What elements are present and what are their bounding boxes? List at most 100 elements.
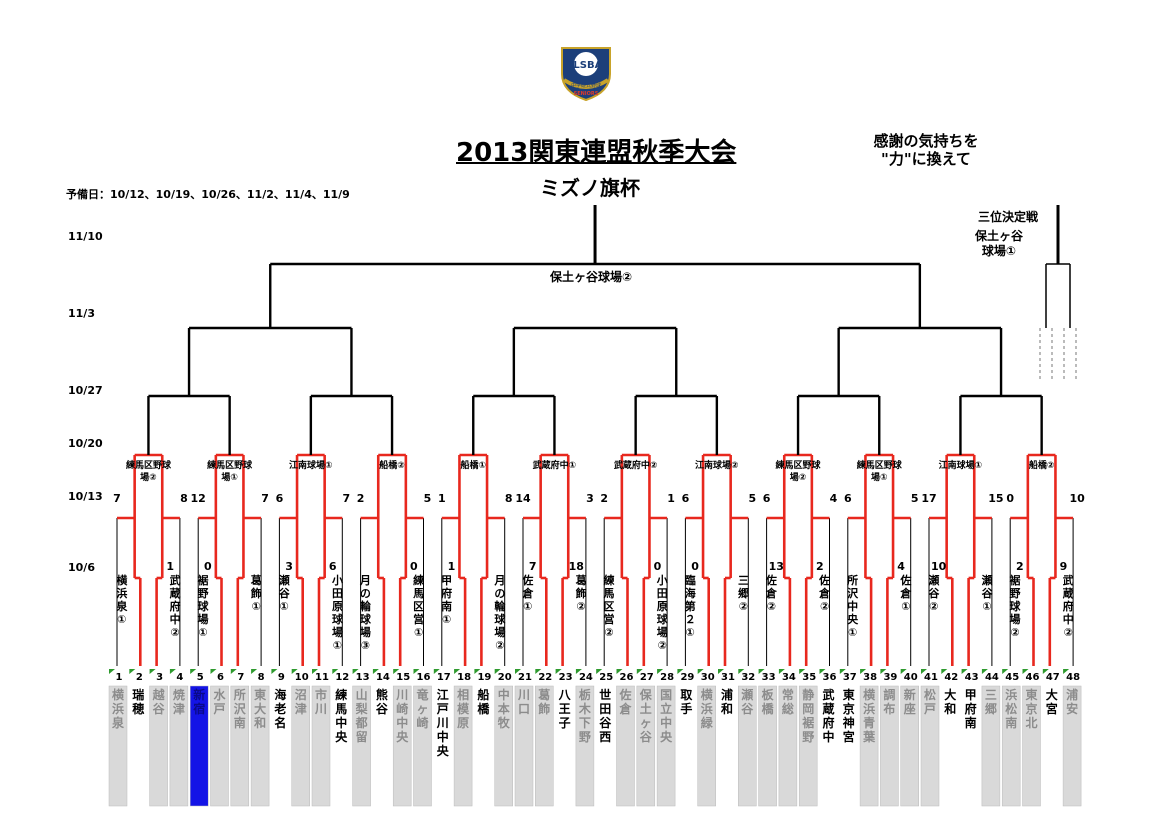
team-name-char: 戸 — [924, 702, 936, 716]
team-name-char: 神 — [843, 715, 855, 730]
team-name-char: 土 — [640, 701, 652, 716]
seed-flag-icon — [778, 669, 785, 674]
team-name-char: 浦 — [1066, 687, 1078, 702]
team-box — [616, 685, 635, 807]
r1-winner-label-char: 月 — [493, 574, 505, 587]
team-name-char: 竜 — [416, 687, 428, 702]
team-name-char: 横 — [863, 687, 876, 702]
team-name-char: 立 — [660, 701, 672, 716]
team-number: 34 — [782, 672, 796, 683]
team-name-char: 取 — [680, 688, 692, 702]
r1-winner-label-char: 第 — [685, 599, 696, 613]
team-name-char: 裾 — [802, 715, 814, 730]
team-name-char: 横 — [701, 687, 714, 702]
team-box — [819, 686, 838, 806]
r1-winner-label-char: 裾 — [1010, 573, 1021, 587]
r1-winner-label-char: ② — [170, 626, 179, 639]
r1-winner-label-char: 蔵 — [170, 586, 181, 600]
date-label-round3: 10/20 — [68, 437, 103, 450]
team-name-char: 川 — [395, 688, 408, 702]
team-name-char: 総 — [782, 701, 794, 716]
seed-flag-icon — [677, 669, 684, 674]
team-name-char: 和 — [720, 701, 733, 716]
team-name-char: 青 — [863, 715, 875, 730]
team-name-char: 佐 — [618, 687, 631, 702]
r1-winner-label-char: ① — [280, 600, 289, 613]
r1-winner-label-char: 営 — [604, 612, 615, 626]
team-name-char: 八 — [558, 688, 572, 702]
r1-winner-label-char: ① — [333, 639, 342, 652]
r1-winner-label-char: 南 — [441, 599, 452, 613]
team-name-char: 常 — [782, 687, 794, 702]
team-name-char: 大 — [944, 687, 956, 702]
r1-winner-label-char: 倉 — [765, 586, 778, 600]
team-box — [352, 685, 371, 807]
team-name-char: 三 — [985, 688, 997, 702]
team-number: 32 — [741, 672, 755, 683]
r1-winner-label-char: ② — [658, 639, 667, 652]
team-number: 43 — [965, 672, 979, 683]
round2-score: 6 — [276, 492, 284, 505]
seed-flag-icon — [352, 669, 359, 674]
team-name-char: 府 — [822, 715, 834, 730]
team-box — [656, 685, 676, 807]
team-number: 33 — [762, 672, 776, 683]
team-name-char: 葛 — [537, 687, 550, 702]
seed-flag-icon — [575, 669, 582, 674]
round2-score: 5 — [911, 492, 919, 505]
team-name-char: 熊 — [376, 687, 388, 702]
r1-winner-label-char: 野 — [1010, 587, 1021, 600]
seed-flag-icon — [839, 669, 846, 674]
team-number: 38 — [863, 672, 877, 683]
team-name-char: 松 — [1005, 701, 1017, 716]
team-name-char: 川 — [517, 688, 530, 702]
team-name-char: 野 — [579, 730, 591, 744]
r1-winner-label-char: 武 — [170, 573, 181, 587]
seed-flag-icon — [718, 669, 724, 674]
team-box — [636, 685, 656, 807]
team-number: 29 — [680, 672, 694, 683]
team-name-char: 谷 — [376, 701, 389, 716]
seed-flag-icon — [1063, 669, 1070, 674]
r1-winner-label-char: 央 — [847, 612, 859, 626]
seed-flag-icon — [1042, 669, 1049, 674]
team-number: 6 — [217, 672, 224, 683]
r1-winner-label-char: ② — [576, 600, 585, 613]
team-name-char: 口 — [518, 702, 530, 716]
seed-flag-icon — [596, 669, 603, 674]
seed-flag-icon — [494, 669, 501, 674]
team-box — [230, 685, 250, 807]
r1-winner-label-char: ① — [117, 613, 126, 626]
team-box — [1062, 685, 1082, 807]
round2-score: 1 — [667, 492, 675, 505]
round2-score: 8 — [505, 492, 513, 505]
seed-flag-icon — [149, 669, 156, 674]
team-box — [920, 685, 940, 807]
r1-winner-label-char: 場 — [332, 625, 343, 639]
team-name-char: 京 — [843, 701, 855, 716]
team-box — [271, 686, 290, 806]
team-box — [941, 686, 960, 806]
team-name-char: 南 — [1005, 715, 1017, 730]
round2-score: 4 — [830, 492, 838, 505]
seed-flag-icon — [1022, 669, 1029, 674]
team-name-char: 模 — [457, 701, 470, 716]
r1-winner-label-char: 月 — [359, 574, 371, 587]
team-name-char: 田 — [599, 702, 611, 716]
team-name-char: 中 — [660, 715, 672, 730]
r1-winner-label-char: 蔵 — [1063, 586, 1074, 600]
team-name-char: 焼 — [173, 687, 185, 702]
team-name-char: 中 — [498, 687, 510, 702]
team-name-char: 海 — [274, 687, 286, 702]
r1-winner-label-char: 臨 — [685, 573, 696, 587]
team-name-char: 谷 — [741, 701, 754, 716]
r1-winner-label-char: 小 — [656, 573, 668, 587]
team-name-char: 中 — [437, 729, 449, 744]
team-name-char: 西 — [599, 730, 611, 744]
r1-winner-label-char: 府 — [441, 586, 452, 600]
r1-winner-label-char: 営 — [413, 612, 424, 626]
team-name-char: 葉 — [862, 729, 876, 744]
team-name-char: 谷 — [599, 715, 612, 730]
r1-winner-label-char: 場 — [198, 612, 209, 626]
round2-score: 12 — [191, 492, 206, 505]
